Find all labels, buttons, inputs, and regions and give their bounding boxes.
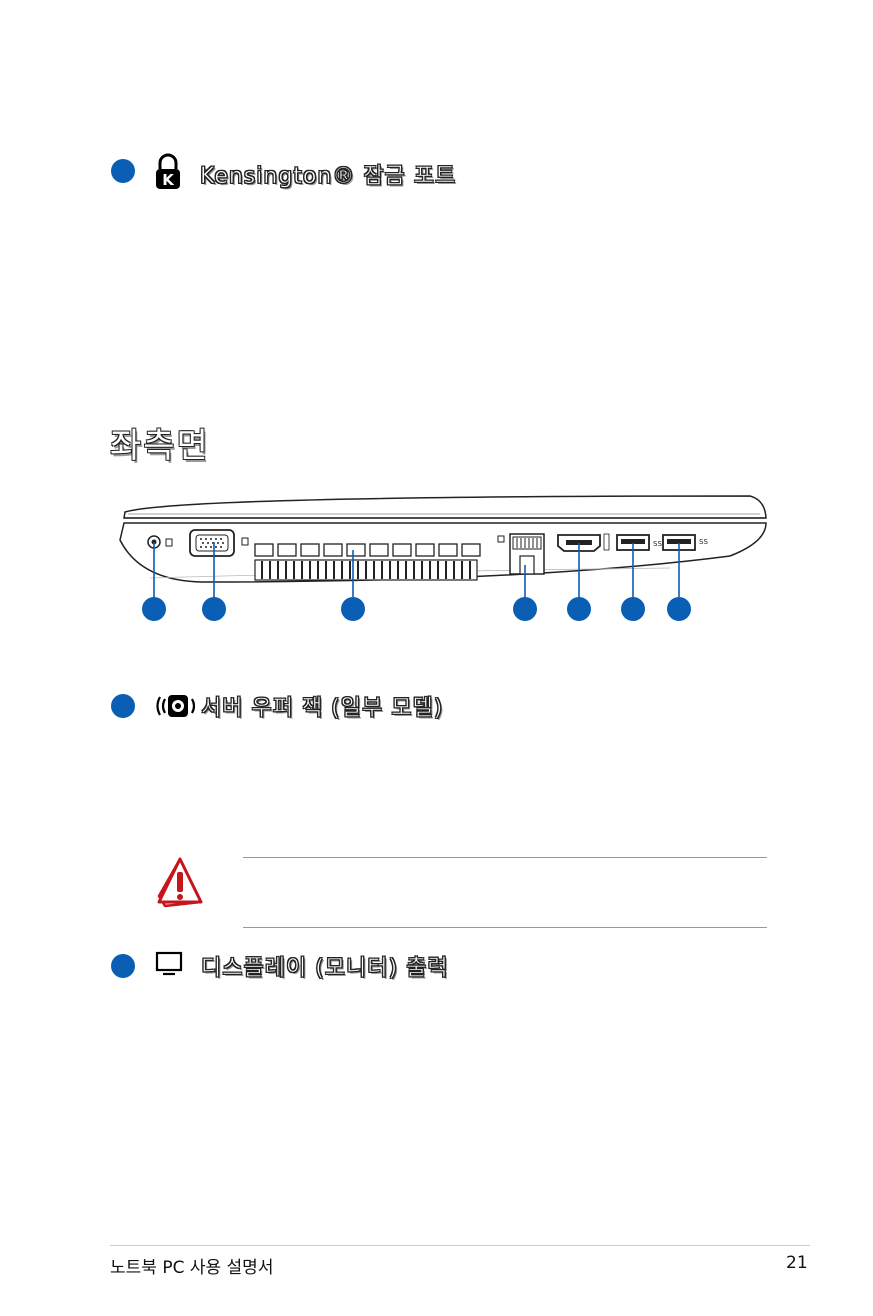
section-badge-display [111, 954, 135, 978]
svg-text:SS: SS [699, 538, 708, 546]
subwoofer-icon [156, 695, 196, 717]
section-badge-subwoofer [111, 694, 135, 718]
section-title-subwoofer: 서버 우퍼 잭 (일부 모델) [201, 696, 444, 722]
kensington-lock-icon: K [156, 153, 180, 189]
footer-manual-title: 노트북 PC 사용 설명서 [110, 1258, 274, 1278]
monitor-icon [155, 951, 183, 976]
laptop-left-side-diagram: SS SS [119, 495, 767, 621]
section-title-kensington: Kensington® 잠금 포트 [200, 164, 457, 190]
page-number: 21 [786, 1253, 808, 1273]
warning-icon [157, 857, 203, 908]
footer-rule [110, 1245, 810, 1246]
section-badge-kensington [111, 159, 135, 183]
section-title-display: 디스플레이 (모니터) 출력 [201, 956, 449, 982]
page-heading: 좌측면 [110, 426, 210, 466]
svg-text:SS: SS [653, 540, 662, 548]
note-top-rule [243, 857, 767, 858]
note-bottom-rule [243, 927, 767, 928]
svg-text:K: K [162, 171, 175, 189]
